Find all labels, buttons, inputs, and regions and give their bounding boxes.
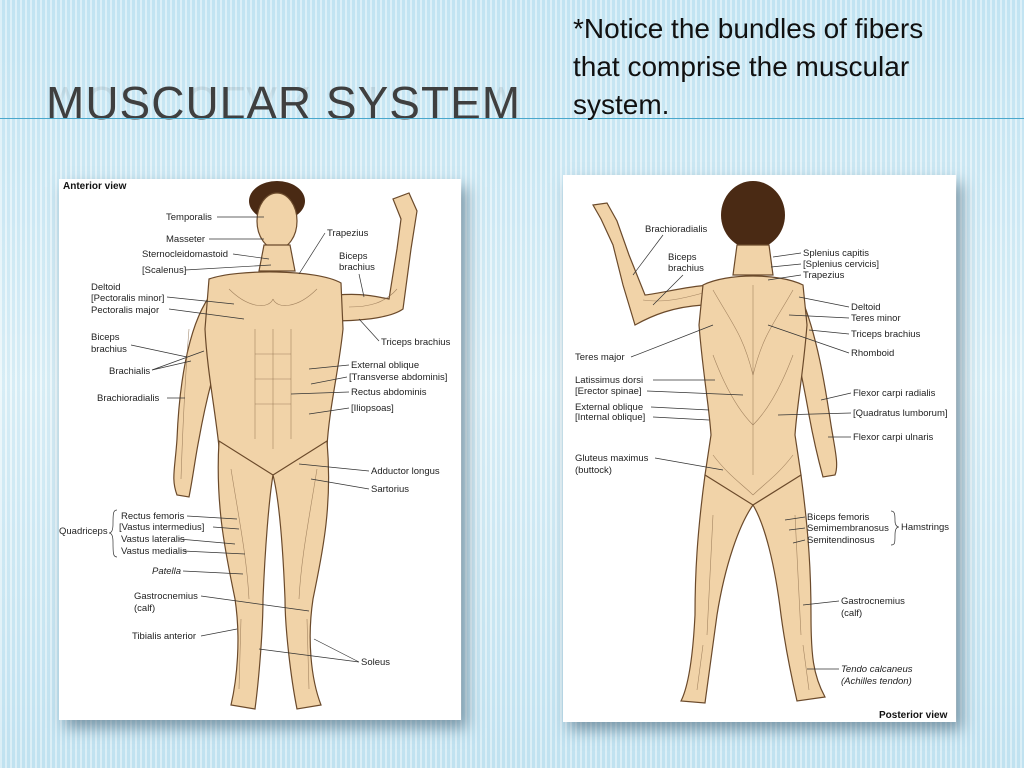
label-external-oblique-posterior: External oblique <box>575 402 643 413</box>
posterior-view-label: Posterior view <box>879 710 948 721</box>
label-deltoid-anterior: Deltoid <box>91 282 121 293</box>
label-sternocleidomastoid: Sternocleidomastoid <box>142 249 228 260</box>
label-deltoid-posterior: Deltoid <box>851 302 881 313</box>
posterior-labels: Brachioradialis Splenius capitis [Spleni… <box>575 224 949 687</box>
label-buttock: (buttock) <box>575 465 612 476</box>
label-quadratus-lumborum: [Quadratus lumborum] <box>853 408 948 419</box>
label-temporalis: Temporalis <box>166 212 212 223</box>
label-biceps-posterior-2: brachius <box>668 263 704 274</box>
label-patella: Patella <box>152 566 181 577</box>
posterior-diagram: Posterior view Brachiorad <box>575 181 949 721</box>
label-gastrocnemius-anterior: Gastrocnemius <box>134 591 198 602</box>
label-calf-posterior: (calf) <box>841 608 862 619</box>
anterior-diagram: Anterior view <box>59 181 451 710</box>
label-brachioradialis-anterior: Brachioradialis <box>97 393 160 404</box>
label-biceps-anterior-2: brachius <box>339 262 375 273</box>
posterior-view-panel: Posterior view Brachiorad <box>563 175 956 722</box>
label-rectus-femoris: Rectus femoris <box>121 511 185 522</box>
label-latissimus-dorsi: Latissimus dorsi <box>575 375 643 386</box>
label-splenius-capitis: Splenius capitis <box>803 248 869 259</box>
label-splenius-cervicis: [Splenius cervicis] <box>803 259 879 270</box>
label-adductor-longus: Adductor longus <box>371 466 440 477</box>
label-triceps-brachius-posterior: Triceps brachius <box>851 329 921 340</box>
anterior-labels: Temporalis Masseter Sternocleidomastoid … <box>59 212 451 668</box>
label-iliopsoas: [Iliopsoas] <box>351 403 394 414</box>
label-internal-oblique: [Internal oblique] <box>575 412 645 423</box>
label-rhomboid: Rhomboid <box>851 348 894 359</box>
label-soleus: Soleus <box>361 657 390 668</box>
label-transverse-abdominis: [Transverse abdominis] <box>349 372 447 383</box>
label-flexor-carpi-ulnaris: Flexor carpi ulnaris <box>853 432 933 443</box>
label-tendo-calcaneus: Tendo calcaneus <box>841 664 913 675</box>
label-triceps-brachius-anterior: Triceps brachius <box>381 337 451 348</box>
label-rectus-abdominis: Rectus abdominis <box>351 387 427 398</box>
label-teres-minor: Teres minor <box>851 313 901 324</box>
label-masseter: Masseter <box>166 234 205 245</box>
label-biceps-anterior-1: Biceps <box>339 251 368 262</box>
label-external-oblique-anterior: External oblique <box>351 360 419 371</box>
label-biceps-left-2: brachius <box>91 344 127 355</box>
title-divider <box>0 118 1024 119</box>
label-biceps-femoris: Biceps femoris <box>807 512 870 523</box>
label-brachioradialis-posterior: Brachioradialis <box>645 224 708 235</box>
label-trapezius: Trapezius <box>327 228 369 239</box>
slide-title: Muscular System <box>46 77 522 129</box>
label-achilles-tendon: (Achilles tendon) <box>841 676 912 687</box>
label-gluteus-maximus: Gluteus maximus <box>575 453 649 464</box>
label-trapezius-posterior: Trapezius <box>803 270 845 281</box>
label-vastus-medialis: Vastus medialis <box>121 546 187 557</box>
label-pectoralis-minor: [Pectoralis minor] <box>91 293 164 304</box>
anterior-view-label: Anterior view <box>63 181 127 192</box>
anterior-figure <box>173 181 418 710</box>
label-pectoralis-major: Pectoralis major <box>91 305 159 316</box>
label-vastus-intermedius: [Vastus intermedius] <box>119 522 204 533</box>
label-tibialis-anterior: Tibialis anterior <box>132 631 196 642</box>
label-flexor-carpi-radialis: Flexor carpi radialis <box>853 388 936 399</box>
label-teres-major: Teres major <box>575 352 625 363</box>
label-semimembranosus: Semimembranosus <box>807 523 889 534</box>
label-vastus-lateralis: Vastus lateralis <box>121 534 185 545</box>
label-sartorius: Sartorius <box>371 484 409 495</box>
posterior-figure <box>592 181 838 704</box>
label-hamstrings: Hamstrings <box>901 522 949 533</box>
label-erector-spinae: [Erector spinae] <box>575 386 642 397</box>
slide-note: *Notice the bundles of fibers that compr… <box>573 13 924 120</box>
label-semitendinosus: Semitendinosus <box>807 535 875 546</box>
label-gastrocnemius-posterior: Gastrocnemius <box>841 596 905 607</box>
label-quadriceps: Quadriceps <box>59 526 108 537</box>
label-calf-anterior: (calf) <box>134 603 155 614</box>
anterior-view-panel: Anterior view <box>59 179 461 720</box>
label-biceps-left-1: Biceps <box>91 332 120 343</box>
label-brachialis: Brachialis <box>109 366 150 377</box>
label-scalenus: [Scalenus] <box>142 265 186 276</box>
label-biceps-posterior-1: Biceps <box>668 252 697 263</box>
